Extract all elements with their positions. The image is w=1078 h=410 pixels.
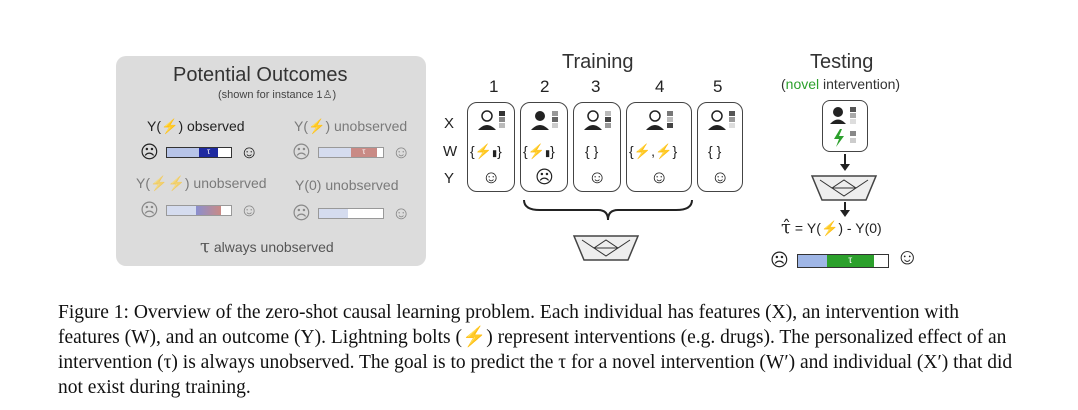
row-label-y: Y: [444, 170, 455, 187]
po-cell-unobserved-label-3: Y(0) unobserved: [295, 177, 399, 193]
tau-segment: τ: [826, 255, 874, 267]
w-cell-1: {⚡▮}: [470, 143, 502, 159]
predicted-effect-bar: τ: [797, 254, 889, 268]
row-label-x: X: [444, 115, 455, 132]
person-icon: ♙: [322, 89, 333, 101]
po-bar-unobserved-3: [318, 208, 384, 219]
arrow-down-icon: [840, 202, 850, 217]
happy-face-icon: ☺: [240, 142, 259, 162]
dizzy-face-icon: ☹: [140, 142, 159, 162]
po-bar-observed: τ: [166, 147, 232, 158]
instance-number-1: 1: [489, 77, 499, 96]
training-person-icons: [478, 110, 735, 130]
figure-caption: Figure 1: Overview of the zero-shot caus…: [58, 302, 1013, 398]
arrow-down-icon: [840, 154, 850, 171]
neural-network-icon: [810, 175, 878, 201]
po-cell-unobserved-label-1: Y(⚡) unobserved: [294, 118, 408, 134]
happy-face-icon: ☺: [588, 167, 607, 187]
w-cell-2: {⚡▮}: [523, 143, 555, 159]
potential-outcomes-subtitle: (shown for instance 1♙): [218, 89, 337, 101]
instance-number-2: 2: [540, 77, 550, 96]
potential-outcomes-panel: [116, 56, 426, 266]
happy-face-icon: ☺: [240, 200, 259, 220]
neural-network-icon: [572, 235, 640, 261]
sad-face-icon: ☹: [535, 167, 554, 187]
lightning-icon: ⚡: [308, 118, 326, 134]
person-icon: [830, 107, 856, 124]
test-instance-box: [822, 100, 868, 152]
test-instance-icons: [830, 107, 856, 147]
testing-title: Testing: [810, 51, 874, 73]
dizzy-face-icon: ☹: [292, 142, 311, 162]
instance-box-1: [467, 102, 515, 192]
happy-face-icon: ☺: [392, 203, 411, 223]
lightning-icon: [834, 129, 856, 147]
person-icon: [478, 110, 505, 130]
lightning-icon: ⚡: [527, 143, 546, 159]
brace-icon: [523, 199, 693, 221]
tau-hat-formula: τ̂ = Y(⚡) - Y(0): [781, 217, 882, 238]
happy-face-icon: ☺: [896, 244, 919, 269]
lightning-icon: ⚡: [655, 143, 673, 159]
po-bar-unobserved-2: [166, 205, 232, 216]
instance-number-3: 3: [591, 77, 601, 96]
person-icon: [646, 110, 673, 130]
training-title: Training: [562, 51, 634, 73]
neutral-face-icon: ☺: [711, 167, 730, 187]
dizzy-face-icon: ☹: [140, 200, 159, 220]
instance-number-5: 5: [713, 77, 723, 96]
dizzy-face-icon: ☹: [770, 250, 789, 270]
row-label-w: W: [443, 143, 458, 160]
novel-intervention-label: (novel intervention): [781, 76, 901, 92]
lightning-icon: ⚡: [161, 118, 179, 134]
happy-face-icon: ☺: [392, 142, 411, 162]
lightning-icon: ⚡: [150, 175, 168, 191]
instance-box-5: [697, 102, 743, 192]
potential-outcomes-title: Potential Outcomes: [173, 64, 348, 86]
lightning-icon: ⚡: [167, 175, 185, 191]
person-icon: [708, 110, 735, 130]
lightning-icon: ⚡: [474, 143, 493, 159]
tau-always-unobserved: τ always unobserved: [200, 236, 334, 257]
tau-segment: τ: [351, 148, 377, 157]
person-icon: [584, 110, 611, 130]
lightning-icon: ⚡: [633, 143, 652, 159]
w-cell-5: { }: [708, 143, 722, 159]
po-cell-unobserved-label-2: Y(⚡⚡) unobserved: [136, 175, 267, 191]
instance-box-3: [573, 102, 621, 192]
dizzy-face-icon: ☹: [292, 203, 311, 223]
po-bar-unobserved-1: τ: [318, 147, 384, 158]
happy-face-icon: ☺: [650, 167, 669, 187]
person-icon: [531, 111, 558, 130]
tau-segment: τ: [199, 148, 219, 157]
lightning-icon: ⚡: [820, 220, 839, 236]
instance-number-4: 4: [655, 77, 665, 96]
po-cell-observed-label: Y(⚡) observed: [147, 118, 245, 134]
instance-box-4: [626, 102, 692, 192]
happy-face-icon: ☺: [482, 167, 501, 187]
w-cell-4: {⚡,⚡}: [629, 143, 678, 159]
w-cell-3: { }: [585, 143, 599, 159]
